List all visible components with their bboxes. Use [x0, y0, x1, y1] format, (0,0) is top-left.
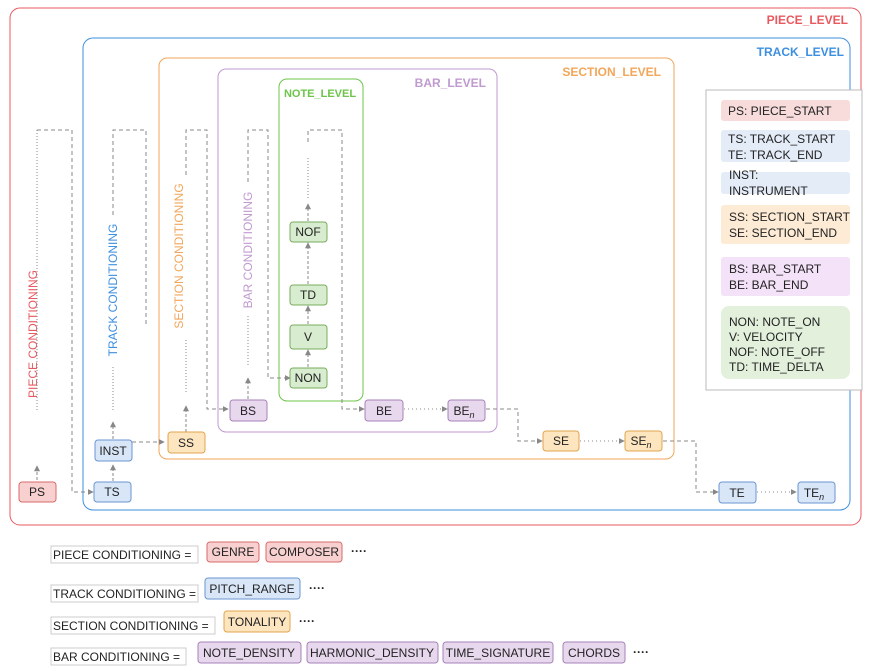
track-conditioning-vertical-label: TRACK CONDITIONING [106, 224, 120, 357]
token-ss: SS [167, 431, 206, 454]
legend-piece: PS: PIECE_START [721, 100, 850, 121]
conditioning-item-note-density: NOTE_DENSITY [203, 646, 295, 660]
legend-note-line-4: TD: TIME_DELTA [729, 360, 824, 374]
legend-bar: BS: BAR_START BE: BAR_END [721, 257, 850, 296]
token-te-n: TEn [797, 481, 836, 504]
connectors [34, 129, 797, 495]
bar-conditioning-vertical-label: BAR CONDITIONING [241, 192, 255, 309]
token-v: V [289, 324, 328, 350]
track-loop-connector [112, 129, 147, 325]
conditioning-item-pitch-range: PITCH_RANGE [209, 582, 294, 596]
token-nof: NOF [289, 221, 328, 243]
legend-note: NON: NOTE_ON V: VELOCITY NOF: NOTE_OFF T… [721, 306, 850, 379]
legend-bar-line-1: BS: BAR_START [729, 262, 822, 276]
token-te-n-label: TEn [804, 486, 824, 502]
token-v-label: V [304, 330, 312, 344]
conditioning-row-section-ellipsis: ···· [299, 614, 315, 628]
token-nof-label: NOF [295, 225, 320, 239]
token-non-label: NON [295, 371, 322, 385]
legend-piece-line-1: PS: PIECE_START [728, 104, 832, 118]
legend-note-line-1: NON: NOTE_ON [729, 315, 820, 329]
note-loop-connector [307, 129, 365, 412]
note-level-box [278, 78, 364, 402]
token-be: BE [364, 399, 404, 422]
token-ps-label: PS [29, 485, 45, 499]
token-ts: TS [93, 481, 132, 503]
token-te: TE [718, 481, 757, 504]
track-level-title: TRACK_LEVEL [757, 45, 844, 59]
section-level-box [158, 57, 675, 460]
conditioning-row-track-ellipsis: ···· [309, 581, 325, 595]
conditioning-row-piece: PIECE CONDITIONING = GENRE COMPOSER ···· [50, 541, 367, 564]
token-be-label: BE [376, 404, 392, 418]
legend-inst-line-2: INSTRUMENT [729, 184, 808, 198]
legend-note-line-2: V: VELOCITY [729, 330, 803, 344]
legend-bar-line-2: BE: BAR_END [729, 278, 809, 292]
conditioning-row-bar: BAR CONDITIONING = NOTE_DENSITY HARMONIC… [50, 641, 649, 666]
token-inst: INST [94, 439, 133, 462]
conditioning-row-section: SECTION CONDITIONING = TONALITY ···· [50, 610, 315, 635]
conditioning-row-piece-label: PIECE CONDITIONING = [53, 548, 191, 562]
legend-inst-line-1: INST: [729, 168, 758, 182]
legend-section-line-2: SE: SECTION_END [729, 226, 837, 240]
token-non: NON [289, 367, 328, 389]
conditioning-item-time-signature: TIME_SIGNATURE [446, 646, 550, 660]
bar-loop-connector [247, 129, 291, 381]
legend-note-line-3: NOF: NOTE_OFF [729, 345, 825, 359]
conditioning-row-piece-ellipsis: ···· [351, 544, 367, 558]
piece-conditioning-vertical-label: PIECE CONDITIONING [26, 270, 40, 398]
legend-inst: INST: INSTRUMENT [721, 168, 850, 198]
legend-track: TS: TRACK_START TE: TRACK_END [721, 130, 850, 162]
conditioning-row-track: TRACK CONDITIONING = PITCH_RANGE ···· [50, 577, 325, 603]
token-te-label: TE [729, 486, 744, 500]
ben-to-se-connector [486, 408, 543, 444]
section-level-title: SECTION_LEVEL [562, 65, 661, 79]
bar-level-title: BAR_LEVEL [415, 76, 486, 90]
conditioning-row-bar-label: BAR CONDITIONING = [53, 650, 180, 664]
note-level-title: NOTE_LEVEL [284, 88, 356, 100]
conditioning-item-genre: GENRE [212, 545, 255, 559]
conditioning-row-track-label: TRACK CONDITIONING = [53, 587, 196, 601]
legend-track-line-1: TS: TRACK_START [728, 132, 836, 146]
sen-to-te-connector [663, 440, 719, 495]
token-se-n-label: SEn [630, 434, 651, 450]
token-bs-label: BS [240, 404, 256, 418]
conditioning-item-harmonic-density: HARMONIC_DENSITY [310, 646, 434, 660]
token-be-n-label: BEn [453, 404, 474, 420]
conditioning-row-bar-ellipsis: ···· [633, 645, 649, 659]
token-td: TD [289, 284, 328, 306]
token-bs: BS [229, 399, 268, 422]
legend-section-line-1: SS: SECTION_START [729, 210, 851, 224]
piece-loop-connector [37, 129, 94, 495]
token-ss-label: SS [178, 436, 194, 450]
section-conditioning-vertical-label: SECTION CONDITIONING [172, 183, 186, 328]
conditioning-item-tonality: TONALITY [228, 615, 286, 629]
conditioning-item-chords: CHORDS [568, 646, 620, 660]
conditioning-item-composer: COMPOSER [269, 545, 339, 559]
token-be-n: BEn [447, 399, 486, 422]
legend-track-line-2: TE: TRACK_END [728, 148, 823, 162]
token-inst-label: INST [99, 444, 127, 458]
token-se-n: SEn [624, 430, 663, 452]
conditioning-row-section-label: SECTION CONDITIONING = [53, 619, 209, 633]
legend-section: SS: SECTION_START SE: SECTION_END [721, 205, 851, 244]
token-td-label: TD [300, 288, 316, 302]
token-se-label: SE [553, 434, 569, 448]
token-ps: PS [18, 481, 57, 503]
piece-level-title: PIECE_LEVEL [767, 13, 848, 27]
token-se: SE [542, 430, 580, 452]
bar-level-box [217, 68, 498, 433]
section-loop-connector [185, 129, 229, 412]
token-ts-label: TS [104, 485, 119, 499]
